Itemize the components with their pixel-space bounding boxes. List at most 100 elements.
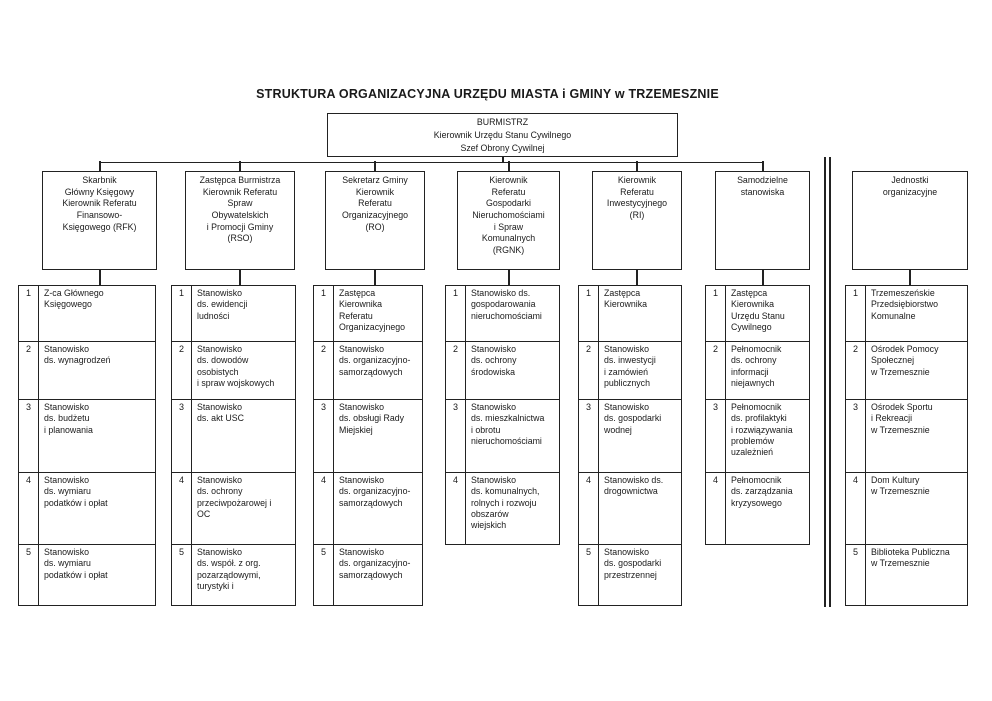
item-number: 3 [19,400,39,472]
connector-stub-2 [239,269,241,285]
item-number: 1 [172,286,192,341]
page-title: STRUKTURA ORGANIZACYJNA URZĘDU MIASTA i … [256,87,719,101]
header-box-rso: Zastępca Burmistrza Kierownik Referatu S… [185,171,295,270]
item-text: Ośrodek Pomocy Społecznej w Trzemesznie [871,344,939,377]
item-text: Stanowisko ds. organizacyjno- samorządow… [339,475,411,508]
item-number: 2 [19,342,39,399]
item-number: 3 [446,400,466,472]
item-text: Stanowisko ds. organizacyjno- samorządow… [339,344,411,377]
connector-stub-4 [508,269,510,285]
item-text: Pełnomocnik ds. ochrony informacji nieja… [731,344,782,388]
item-text: Stanowisko ds. komunalnych, rolnych i ro… [471,475,540,530]
item-text: Stanowisko ds. wynagrodzeń [44,344,111,366]
item-number: 2 [172,342,192,399]
item-number: 4 [446,473,466,544]
connector-horizontal-line [99,161,763,163]
item-text: Stanowisko ds. dowodów osobistych i spra… [197,344,275,388]
item-text: Stanowisko ds. budżetu i planowania [44,402,93,435]
connector-drop-5 [636,161,638,172]
item-number: 4 [846,473,866,544]
header-box-ro: Sekretarz Gminy Kierownik Referatu Organ… [325,171,425,270]
item-number: 4 [579,473,599,544]
item-number: 1 [19,286,39,341]
item-text: Stanowisko ds. ochrony środowiska [471,344,517,377]
item-number: 1 [706,286,726,341]
header-box-rgnk: Kierownik Referatu Gospodarki Nieruchomo… [457,171,560,270]
item-number: 4 [314,473,334,544]
item-text: Stanowisko ds. gospodarowania nieruchomo… [471,288,542,321]
connector-drop-6 [762,161,764,172]
item-text: Pełnomocnik ds. zarządzania kryzysowego [731,475,793,508]
item-number: 1 [579,286,599,341]
item-number: 2 [706,342,726,399]
item-number: 4 [172,473,192,544]
item-number: 4 [706,473,726,544]
connector-drop-1 [99,161,101,172]
item-text: Stanowisko ds. organizacyjno- samorządow… [339,547,411,580]
item-number: 5 [19,545,39,605]
item-text: Dom Kultury w Trzemesznie [871,475,930,497]
root-box-burmistrz: BURMISTRZ Kierownik Urzędu Stanu Cywilne… [327,113,678,157]
item-text: Zastępca Kierownika Referatu Organizacyj… [339,288,406,332]
item-number: 2 [579,342,599,399]
item-text: Ośrodek Sportu i Rekreacji w Trzemesznie [871,402,933,435]
connector-drop-2 [239,161,241,172]
item-text: Pełnomocnik ds. profilaktyki i rozwiązyw… [731,402,793,457]
item-number: 2 [314,342,334,399]
item-text: Zastępca Kierownika [604,288,648,310]
item-text: Stanowisko ds. gospodarki przestrzennej [604,547,662,580]
item-text: Biblioteka Publiczna w Trzemesznie [871,547,950,569]
item-number: 1 [446,286,466,341]
header-box-rfk: Skarbnik Główny Księgowy Kierownik Refer… [42,171,157,270]
connector-drop-4 [508,161,510,172]
item-number: 3 [579,400,599,472]
item-number: 3 [172,400,192,472]
connector-drop-3 [374,161,376,172]
connector-stub-6 [762,269,764,285]
item-number: 3 [846,400,866,472]
header-box-jednostki: Jednostki organizacyjne [852,171,968,270]
separator-line-left [824,157,826,607]
item-number: 1 [314,286,334,341]
item-text: Stanowisko ds. wymiaru podatków i opłat [44,475,108,508]
item-text: Stanowisko ds. inwestycji i zamówień pub… [604,344,656,388]
item-number: 5 [314,545,334,605]
item-text: Stanowisko ds. ewidencji ludności [197,288,248,321]
item-number: 5 [846,545,866,605]
item-number: 1 [846,286,866,341]
item-number: 5 [579,545,599,605]
item-text: Stanowisko ds. drogownictwa [604,475,664,497]
